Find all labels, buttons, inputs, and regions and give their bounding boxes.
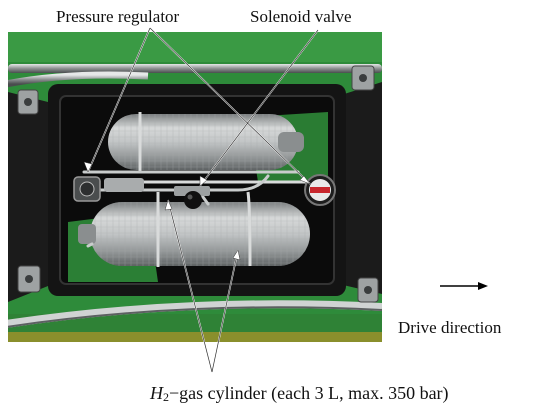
solenoid-valve-label: Solenoid valve <box>250 7 352 26</box>
hydrogen-tank-photo <box>8 32 382 342</box>
gas-cylinder-label: H2−gas cylinder (each 3 L, max. 350 bar) <box>150 384 449 403</box>
drive-direction-arrow <box>440 282 488 290</box>
cylinder-symbol: H <box>150 383 163 403</box>
drive-direction-label: Drive direction <box>398 318 502 337</box>
upper-gas-cylinder <box>108 114 304 170</box>
top-rail <box>8 64 382 73</box>
cylinder-subscript: 2 <box>163 390 169 404</box>
pressure-regulator <box>73 176 144 202</box>
cylinder-description: −gas cylinder (each 3 L, max. 350 bar) <box>169 383 449 403</box>
pressure-regulator-label: Pressure regulator <box>56 7 180 26</box>
pressure-gauge <box>304 174 336 206</box>
lower-gas-cylinder <box>78 202 310 266</box>
